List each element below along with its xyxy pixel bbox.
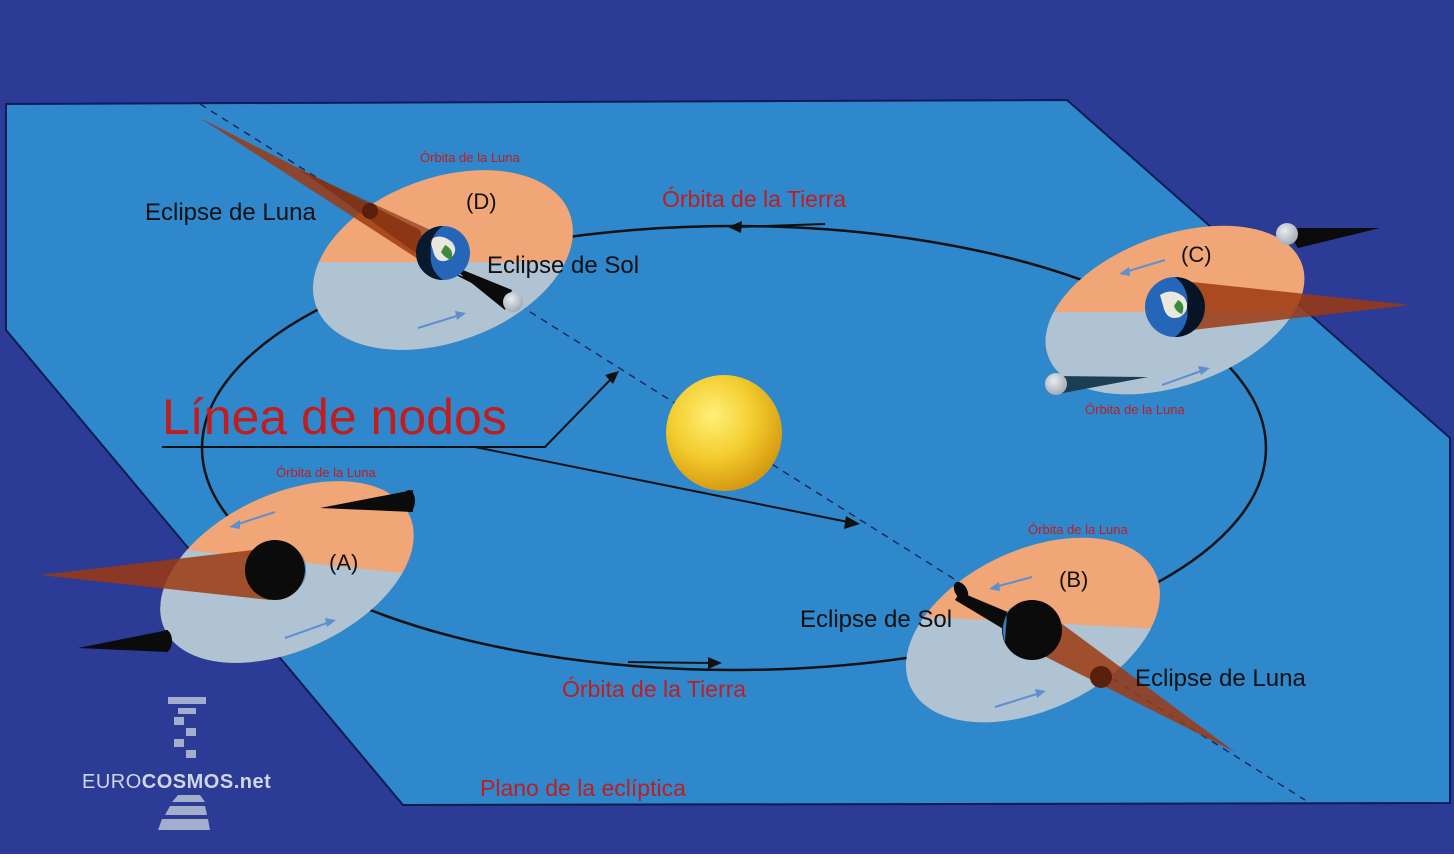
sun-icon — [666, 375, 782, 491]
moon-eclipsed-d — [362, 203, 378, 219]
line-of-nodes-callout — [162, 371, 860, 529]
label-solar-eclipse-b: Eclipse de Sol — [800, 606, 952, 633]
label-ecliptic-plane: Plano de la eclíptica — [480, 775, 686, 801]
label-moon-orbit-b: Órbita de la Luna — [1028, 522, 1129, 537]
earth-icon-a — [245, 540, 306, 600]
label-moon-orbit-d: Órbita de la Luna — [420, 150, 521, 165]
label-position-d: (D) — [466, 189, 497, 214]
umbra-b — [955, 592, 1010, 630]
label-lunar-eclipse-d: Eclipse de Luna — [145, 199, 316, 226]
logo-text: EUROCOSMOS.net — [82, 771, 271, 793]
umbra-c-bottom — [1056, 376, 1148, 394]
shadow-cone-d — [200, 118, 432, 268]
label-position-b: (B) — [1059, 567, 1088, 592]
umbra-a-top — [320, 490, 413, 512]
shadow-cone-c — [1192, 282, 1410, 330]
label-line-of-nodes: Línea de nodos — [162, 389, 507, 445]
moon-icon — [503, 292, 523, 312]
earth-orbit-arrow-bottom — [627, 657, 722, 669]
label-moon-orbit-a: Órbita de la Luna — [276, 465, 377, 480]
earth-orbit-arrow-top — [728, 221, 826, 233]
label-moon-orbit-c: Órbita de la Luna — [1085, 402, 1186, 417]
earth-icon — [416, 226, 470, 280]
shadow-cone-a — [40, 548, 270, 600]
moon-eclipsed-b — [1090, 666, 1112, 688]
label-earth-orbit-bottom: Órbita de la Tierra — [562, 676, 746, 702]
earth-icon-b — [1002, 600, 1062, 660]
moon-c-top — [1276, 223, 1298, 245]
label-position-c: (C) — [1181, 242, 1212, 267]
moon-c-bottom — [1045, 373, 1067, 395]
label-earth-orbit-top: Órbita de la Tierra — [662, 186, 846, 212]
logo-icon — [158, 697, 210, 830]
umbra-a-bottom — [78, 630, 168, 652]
umbra-c-top — [1285, 228, 1380, 248]
label-position-a: (A) — [329, 550, 358, 575]
label-lunar-eclipse-b: Eclipse de Luna — [1135, 665, 1306, 692]
shadow-cone-b — [1028, 615, 1235, 752]
label-solar-eclipse-d: Eclipse de Sol — [487, 252, 639, 279]
earth-icon-c — [1145, 277, 1205, 337]
